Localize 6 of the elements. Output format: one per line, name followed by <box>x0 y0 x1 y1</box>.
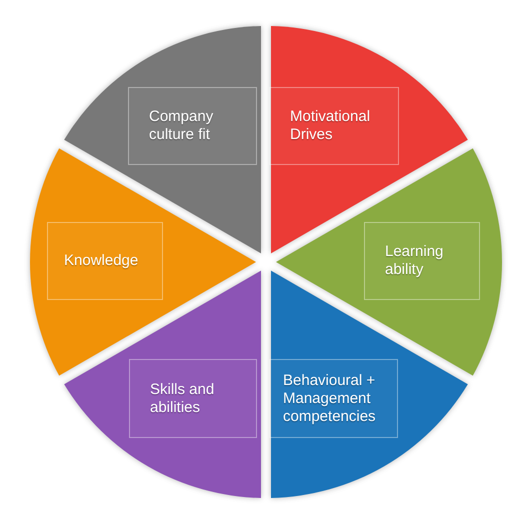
segment-label: Company culture fit <box>128 87 257 165</box>
segment-label: Behavioural + Management competencies <box>269 359 398 438</box>
segment-label: Learning ability <box>364 222 480 300</box>
segment-label: Skills and abilities <box>129 359 257 438</box>
segment-label: Motivational Drives <box>269 87 399 165</box>
segment-label: Knowledge <box>47 222 163 300</box>
